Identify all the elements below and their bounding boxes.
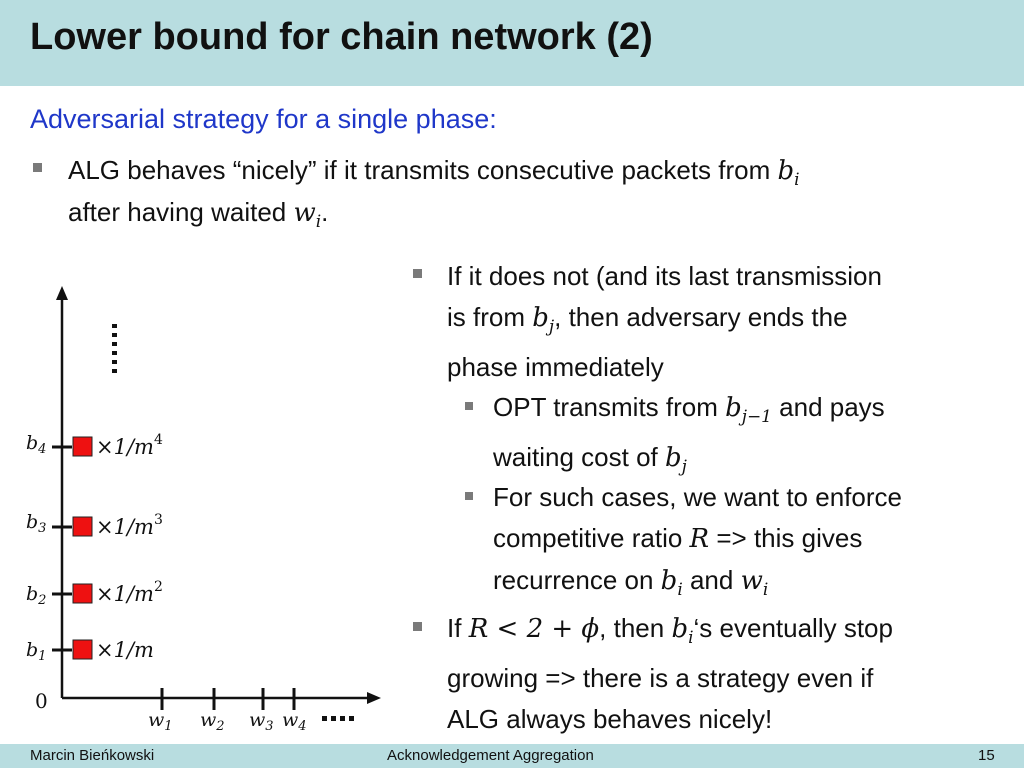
x-label-w4: w4 bbox=[282, 709, 307, 734]
bullet-marker bbox=[33, 163, 42, 172]
multiplier-b4: ×1/m4 bbox=[96, 432, 163, 459]
multiplier-b3: ×1/m3 bbox=[96, 512, 163, 539]
bullet-3: If R < 2 + ϕ, then bi‘s eventually stop … bbox=[447, 613, 893, 735]
x-tick-w1: w1 bbox=[148, 688, 173, 734]
bullet-marker bbox=[413, 269, 422, 278]
bullet-marker bbox=[413, 622, 422, 631]
x-tick-w4: w4 bbox=[282, 688, 307, 734]
bullet-1-line-1: ALG behaves “nicely” if it transmits con… bbox=[68, 155, 800, 190]
y-axis-arrow bbox=[56, 286, 68, 300]
y-level-b3: b3 ×1/m3 bbox=[26, 511, 163, 539]
y-label-b1: b1 bbox=[26, 639, 46, 664]
sub-bullet-2: For such cases, we want to enforce compe… bbox=[493, 482, 902, 600]
y-level-b2: b2 ×1/m2 bbox=[26, 579, 163, 608]
title-bar bbox=[0, 0, 1024, 86]
y-label-b3: b3 bbox=[26, 511, 46, 536]
y-label-b2: b2 bbox=[26, 583, 46, 608]
packet-marker bbox=[72, 516, 93, 537]
slide-subtitle: Adversarial strategy for a single phase: bbox=[30, 104, 497, 134]
slide-title: Lower bound for chain network (2) bbox=[30, 16, 653, 58]
footer-page-number: 15 bbox=[978, 747, 995, 764]
x-tick-w3: w3 bbox=[249, 688, 274, 734]
packet-marker bbox=[72, 436, 93, 457]
x-label-w1: w1 bbox=[148, 709, 173, 734]
sub-bullet-1: OPT transmits from bj−1 and pays waiting… bbox=[493, 392, 885, 477]
multiplier-b1: ×1/m bbox=[96, 638, 154, 662]
y-label-b4: b4 bbox=[26, 432, 46, 457]
multiplier-b2: ×1/m2 bbox=[96, 579, 163, 606]
footer-bar: Marcin Bieńkowski Acknowledgement Aggreg… bbox=[0, 744, 1024, 768]
footer-author: Marcin Bieńkowski bbox=[30, 747, 155, 764]
y-level-b1: b1 ×1/m bbox=[26, 638, 154, 664]
chain-diagram: 0 b1 ×1/m b2 ×1/m2 b3 ×1/m3 b4 ×1/m4 w1 … bbox=[26, 286, 381, 734]
x-tick-w2: w2 bbox=[200, 688, 225, 734]
footer-talk-title: Acknowledgement Aggregation bbox=[387, 747, 594, 764]
bullet-1-line-2: after having waited wi. bbox=[68, 197, 329, 232]
sub-bullet-marker bbox=[465, 402, 473, 410]
vertical-dots bbox=[112, 324, 117, 373]
packet-marker bbox=[72, 583, 93, 604]
x-label-w2: w2 bbox=[200, 709, 225, 734]
x-label-w3: w3 bbox=[249, 709, 274, 734]
y-level-b4: b4 ×1/m4 bbox=[26, 432, 163, 459]
bullet-2: If it does not (and its last transmissio… bbox=[447, 261, 882, 383]
origin-label: 0 bbox=[35, 689, 48, 713]
packet-marker bbox=[72, 639, 93, 660]
x-axis-arrow bbox=[367, 692, 381, 704]
sub-bullet-marker bbox=[465, 492, 473, 500]
horizontal-dots bbox=[322, 716, 354, 721]
